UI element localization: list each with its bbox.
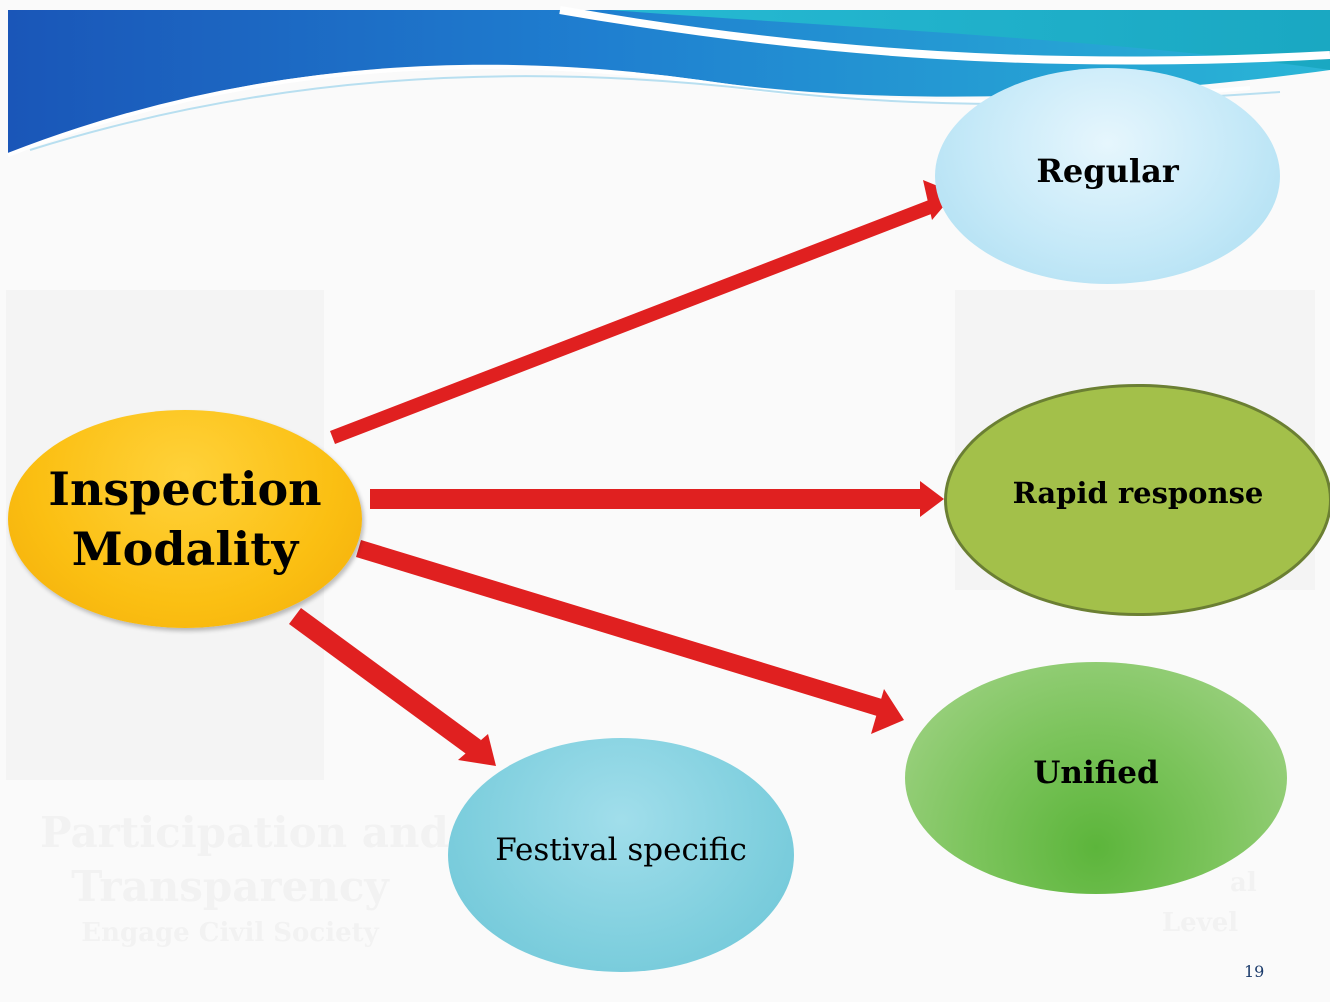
node-rapid-response: Rapid response xyxy=(944,384,1330,616)
ghost-title-line1: Participation and xyxy=(40,808,449,857)
center-node-label-line2: Modality xyxy=(71,522,299,576)
node-regular-label: Regular xyxy=(1036,152,1179,190)
node-unified: Unified xyxy=(905,662,1287,894)
arrow-to-rapid xyxy=(370,481,944,517)
center-node-inspection-modality: Inspection Modality xyxy=(8,410,362,628)
ghost-right-fragment-line2: Level xyxy=(1161,908,1239,938)
arrow-to-regular xyxy=(330,180,955,444)
node-unified-label: Unified xyxy=(1033,755,1159,791)
ghost-right-fragment-line1: al xyxy=(1230,868,1257,898)
node-rapid-response-label: Rapid response xyxy=(1012,476,1264,510)
arrow-to-festival xyxy=(289,608,496,766)
node-festival-specific-label: Festival specific xyxy=(495,832,747,868)
ghost-title-line2: Transparency xyxy=(71,862,389,911)
arrow-to-unified xyxy=(356,540,904,734)
node-festival-specific: Festival specific xyxy=(448,738,794,972)
ghost-subtitle: Engage Civil Society xyxy=(81,918,379,948)
node-regular: Regular xyxy=(935,68,1280,284)
page-number: 19 xyxy=(1244,962,1265,981)
center-node-label-line1: Inspection xyxy=(48,462,322,516)
